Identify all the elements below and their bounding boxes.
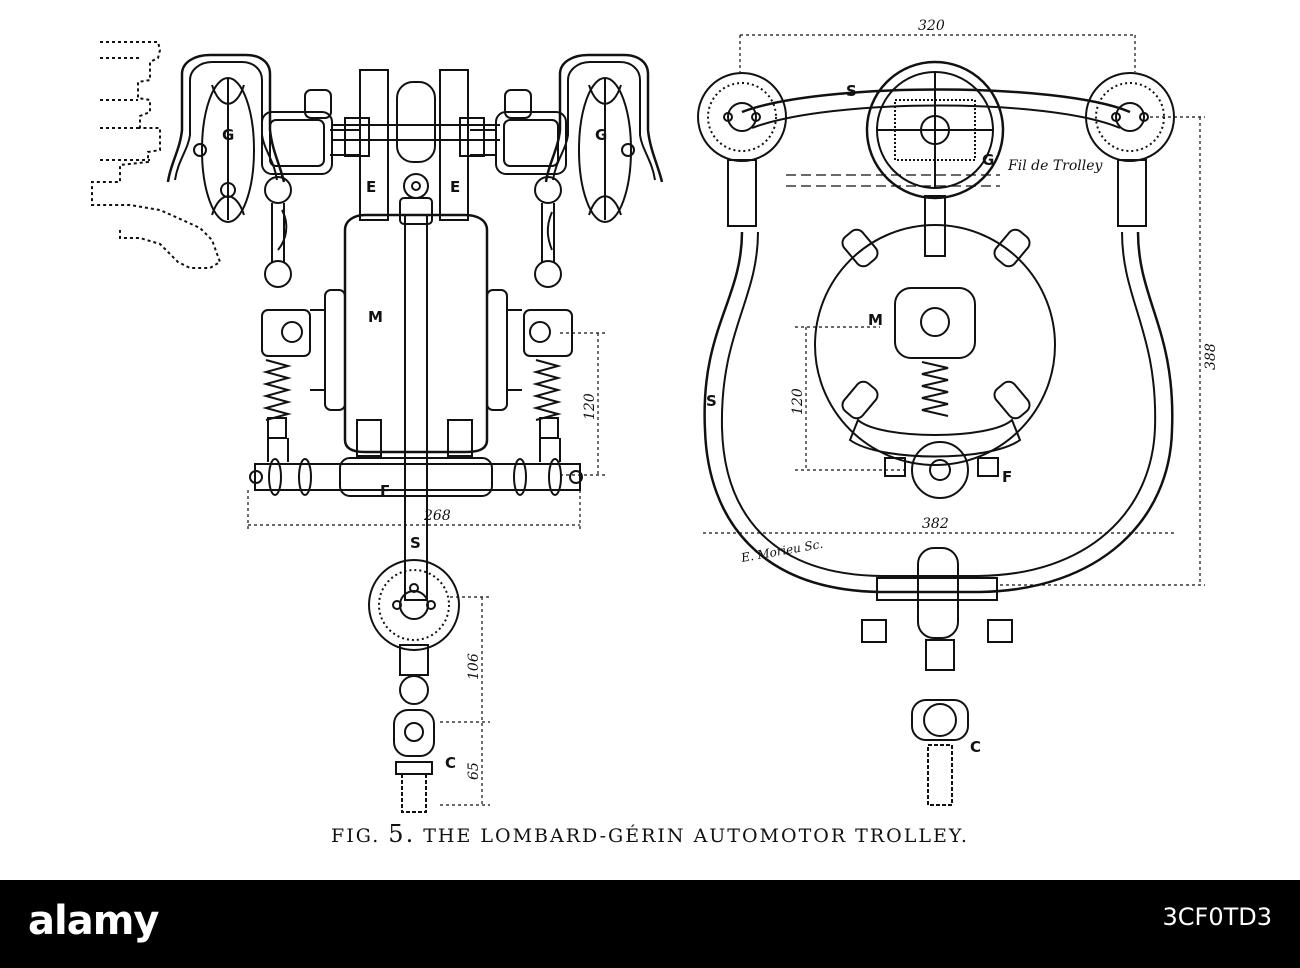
trolley-wire — [786, 174, 1000, 187]
right-view-right-pulley — [1085, 72, 1175, 227]
left-grooved-pulley — [166, 53, 286, 223]
left-label-c: C — [445, 754, 456, 772]
right-view-bottom-wheel — [917, 547, 959, 639]
left-label-m: M — [368, 308, 383, 326]
left-dim-120: 120 — [582, 393, 598, 420]
left-view — [91, 41, 664, 813]
trolley-wire-label: Fil de Trolley — [1007, 158, 1104, 174]
right-spring — [532, 359, 562, 421]
left-dimensions — [247, 332, 605, 806]
left-label-s: S — [410, 534, 421, 552]
right-view-main-pulley — [865, 60, 1005, 200]
right-label-g: G — [982, 151, 994, 169]
watermark-logo: alamy — [28, 898, 159, 944]
right-dim-320: 320 — [918, 18, 945, 34]
lower-pulley — [368, 559, 460, 651]
left-gear-housing — [261, 111, 333, 175]
central-rod — [404, 214, 428, 601]
right-label-f: F — [1002, 468, 1012, 486]
left-label-g1: G — [222, 126, 234, 144]
right-dim-388: 388 — [1203, 343, 1219, 370]
left-label-e1: E — [366, 178, 376, 196]
right-view-motor-disc — [814, 224, 1056, 466]
figure-caption: FIG. 5. THE LOMBARD-GÉRIN AUTOMOTOR TROL… — [0, 820, 1300, 848]
watermark-image-id: 3CF0TD3 — [1162, 903, 1272, 931]
suspension-arm — [703, 231, 1174, 594]
caption-text: THE LOMBARD-GÉRIN AUTOMOTOR TROLLEY. — [423, 825, 969, 847]
right-label-m: M — [868, 311, 883, 329]
right-frame-post — [439, 69, 469, 221]
right-dim-120: 120 — [790, 388, 806, 415]
right-label-s-left: S — [706, 392, 717, 410]
left-frame-post — [359, 69, 389, 221]
right-dimensions — [703, 34, 1205, 586]
left-label-e2: E — [450, 178, 460, 196]
left-label-g2: G — [595, 126, 607, 144]
left-dim-106: 106 — [466, 653, 482, 680]
caption-number: 5. — [388, 820, 416, 848]
caption-prefix: FIG. — [331, 825, 381, 847]
engraver-signature: E. Morieu Sc. — [739, 537, 824, 565]
top-yoke — [396, 81, 436, 163]
watermark-bar: alamy 3CF0TD3 — [0, 880, 1300, 968]
right-view-spring — [921, 361, 949, 417]
left-dim-268: 268 — [423, 508, 451, 524]
bottom-axle — [249, 457, 583, 497]
right-view — [697, 34, 1205, 806]
right-label-s-top: S — [846, 82, 857, 100]
left-cable-clamp — [401, 773, 427, 813]
right-view-left-pulley — [697, 72, 787, 227]
left-dim-65: 65 — [466, 762, 482, 780]
engraving-svg: G G E E M F S C 268 120 106 65 S S G M F… — [91, 18, 1219, 813]
left-spring — [262, 359, 292, 421]
right-dim-382: 382 — [922, 516, 949, 532]
right-label-c: C — [970, 738, 981, 756]
trolley-figure: G G E E M F S C 268 120 106 65 S S G M F… — [91, 18, 1219, 813]
motor-body — [310, 213, 522, 457]
left-label-f: F — [380, 482, 390, 500]
